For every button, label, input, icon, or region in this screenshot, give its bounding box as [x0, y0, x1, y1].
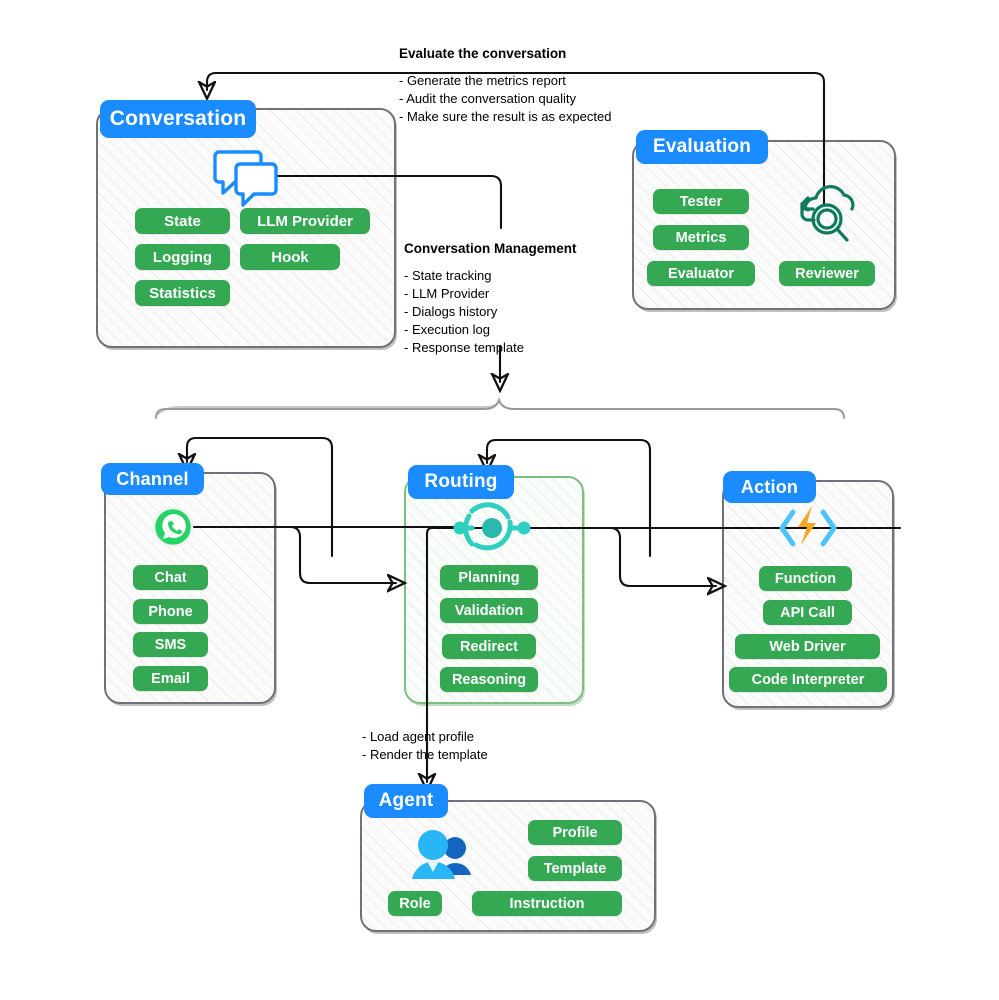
- tag-hook[interactable]: Hook: [240, 244, 340, 270]
- tag-redirect[interactable]: Redirect: [442, 634, 536, 659]
- annotation-cm-line-1: - State tracking: [404, 267, 492, 283]
- action-header[interactable]: Action: [723, 471, 816, 503]
- annotation-agent-line-2: - Render the template: [362, 747, 488, 762]
- tag-state[interactable]: State: [135, 208, 230, 234]
- annotation-cm-line-5: - Response template: [404, 339, 524, 355]
- evaluation-header[interactable]: Evaluation: [636, 130, 768, 164]
- tag-api-call[interactable]: API Call: [763, 600, 852, 625]
- tag-phone[interactable]: Phone: [133, 599, 208, 624]
- annotation-evaluate-line-1: - Generate the metrics report: [399, 72, 566, 88]
- annotation-conversation-management: Conversation Management - State tracking…: [404, 242, 577, 359]
- annotation-cm-line-2: - LLM Provider: [404, 285, 490, 301]
- tag-profile[interactable]: Profile: [528, 820, 622, 845]
- tag-tester[interactable]: Tester: [653, 189, 749, 214]
- tag-reasoning[interactable]: Reasoning: [440, 667, 538, 692]
- brace-distribution: [155, 396, 845, 419]
- tag-logging[interactable]: Logging: [135, 244, 230, 270]
- tag-email[interactable]: Email: [133, 666, 208, 691]
- annotation-agent-line-1: - Load agent profile: [362, 729, 475, 744]
- agent-header[interactable]: Agent: [364, 784, 448, 818]
- brace-distribution-shadow: [157, 400, 500, 415]
- tag-evaluator[interactable]: Evaluator: [647, 261, 755, 286]
- tag-code-interpreter[interactable]: Code Interpreter: [729, 667, 887, 692]
- tag-web-driver[interactable]: Web Driver: [735, 634, 880, 659]
- annotation-cm-line-3: - Dialogs history: [404, 303, 498, 319]
- tag-validation[interactable]: Validation: [440, 598, 538, 623]
- tag-llm-provider[interactable]: LLM Provider: [240, 208, 370, 234]
- tag-sms[interactable]: SMS: [133, 632, 208, 657]
- annotation-cm-line-4: - Execution log: [404, 321, 490, 337]
- annotation-evaluate: Evaluate the conversation - Generate the…: [399, 47, 611, 128]
- annotation-evaluate-title: Evaluate the conversation: [399, 46, 567, 61]
- annotation-evaluate-line-2: - Audit the conversation quality: [399, 90, 577, 106]
- tag-planning[interactable]: Planning: [440, 565, 538, 590]
- tag-function[interactable]: Function: [759, 566, 852, 591]
- annotation-conversation-management-title: Conversation Management: [404, 241, 577, 256]
- routing-header[interactable]: Routing: [408, 465, 514, 499]
- annotation-evaluate-line-3: - Make sure the result is as expected: [399, 108, 612, 124]
- annotation-agent-steps: - Load agent profile - Render the templa…: [362, 730, 488, 766]
- tag-metrics[interactable]: Metrics: [653, 225, 749, 250]
- tag-statistics[interactable]: Statistics: [135, 280, 230, 306]
- tag-role[interactable]: Role: [388, 891, 442, 916]
- tag-template[interactable]: Template: [528, 856, 622, 881]
- tag-chat[interactable]: Chat: [133, 565, 208, 590]
- tag-reviewer[interactable]: Reviewer: [779, 261, 875, 286]
- tag-instruction[interactable]: Instruction: [472, 891, 622, 916]
- conversation-header[interactable]: Conversation: [100, 100, 256, 138]
- channel-header[interactable]: Channel: [101, 463, 204, 495]
